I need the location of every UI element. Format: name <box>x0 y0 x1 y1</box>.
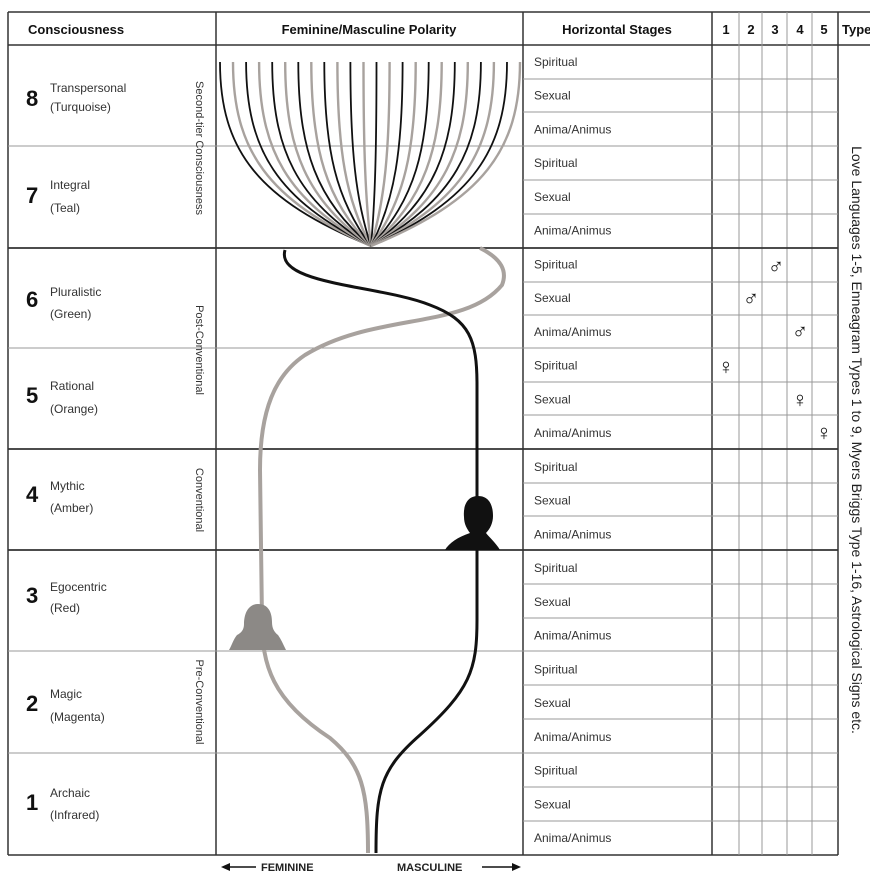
stage-label: Spiritual <box>534 55 577 69</box>
level-number: 2 <box>26 691 38 716</box>
tier-post-conventional: Post-Conventional <box>193 305 205 395</box>
male-symbol-icon: ♂ <box>792 319 809 344</box>
header-col-4: 4 <box>796 22 804 37</box>
header-horizontal-stages: Horizontal Stages <box>562 22 672 37</box>
masculine-line <box>284 250 477 853</box>
female-symbol-icon: ♀ <box>718 354 735 379</box>
stage-label: Sexual <box>534 696 571 710</box>
polarity-fan-lines <box>220 62 520 246</box>
stage-label: Anima/Animus <box>534 224 611 238</box>
stage-label: Anima/Animus <box>534 527 611 541</box>
stage-label: Anima/Animus <box>534 831 611 845</box>
level-name: Magic <box>50 687 82 701</box>
level-number: 4 <box>26 482 39 507</box>
level-number: 7 <box>26 183 38 208</box>
header-col-3: 3 <box>771 22 778 37</box>
fan-line <box>364 62 372 246</box>
female-symbol-icon: ♀ <box>792 387 809 412</box>
level-7: 7 Integral (Teal) <box>26 178 90 215</box>
stage-label: Spiritual <box>534 764 577 778</box>
stage-label: Spiritual <box>534 460 577 474</box>
tier-pre-conventional: Pre-Conventional <box>193 660 205 745</box>
header-types: Type <box>842 22 870 37</box>
male-symbol-icon: ♂ <box>743 286 760 311</box>
level-3: 3 Egocentric (Red) <box>26 580 107 615</box>
stage-label: Sexual <box>534 89 571 103</box>
level-name: Pluralistic <box>50 285 101 299</box>
stage-label: Anima/Animus <box>534 629 611 643</box>
stage-label: Sexual <box>534 494 571 508</box>
feminine-figure-icon <box>229 604 286 650</box>
level-number: 8 <box>26 86 38 111</box>
header-col-5: 5 <box>820 22 827 37</box>
level-number: 5 <box>26 383 38 408</box>
level-4: 4 Mythic (Amber) <box>26 479 93 515</box>
polarity-footer: FEMININE MASCULINE <box>221 862 521 874</box>
level-name: Transpersonal <box>50 81 126 95</box>
level-number: 1 <box>26 790 38 815</box>
level-name: Mythic <box>50 479 85 493</box>
level-color: (Infrared) <box>50 808 99 822</box>
stage-label: Anima/Animus <box>534 730 611 744</box>
female-symbol-icon: ♀ <box>816 420 833 445</box>
stage-label: Sexual <box>534 595 571 609</box>
tier-conventional: Conventional <box>193 468 205 532</box>
fan-line <box>371 62 507 246</box>
level-6: 6 Pluralistic (Green) <box>26 285 101 321</box>
level-name: Archaic <box>50 786 90 800</box>
stage-label: Spiritual <box>534 561 577 575</box>
header-row: Consciousness Feminine/Masculine Polarit… <box>28 22 870 37</box>
stage-label: Sexual <box>534 797 571 811</box>
tier-second-tier: Second-tier Consciousness <box>193 81 205 215</box>
header-polarity: Feminine/Masculine Polarity <box>282 22 458 37</box>
stage-label: Anima/Animus <box>534 122 611 136</box>
tier-labels: Second-tier Consciousness Post-Conventio… <box>193 81 205 744</box>
gender-symbols: ♂ ♂ ♂ ♀ ♀ ♀ <box>718 254 833 445</box>
level-8: 8 Transpersonal (Turquoise) <box>26 81 126 114</box>
types-description: Love Languages 1-5, Enneagram Types 1 to… <box>849 146 865 734</box>
header-col-1: 1 <box>722 22 729 37</box>
stage-label: Anima/Animus <box>534 426 611 440</box>
level-number: 6 <box>26 287 38 312</box>
table-grid <box>8 12 870 855</box>
fan-line <box>371 62 429 246</box>
level-color: (Green) <box>50 307 91 321</box>
consciousness-levels: 8 Transpersonal (Turquoise) 7 Integral (… <box>26 81 126 822</box>
level-color: (Turquoise) <box>50 100 111 114</box>
level-name: Egocentric <box>50 580 107 594</box>
level-1: 1 Archaic (Infrared) <box>26 786 99 822</box>
level-color: (Amber) <box>50 501 93 515</box>
header-consciousness: Consciousness <box>28 22 124 37</box>
horizontal-stages: SpiritualSexualAnima/AnimusSpiritualSexu… <box>534 55 611 845</box>
masculine-figure-icon <box>445 496 500 550</box>
stage-label: Sexual <box>534 392 571 406</box>
stage-label: Anima/Animus <box>534 325 611 339</box>
level-number: 3 <box>26 583 38 608</box>
feminine-arrow-icon <box>221 863 256 871</box>
level-color: (Red) <box>50 601 80 615</box>
stage-label: Spiritual <box>534 662 577 676</box>
stage-label: Spiritual <box>534 156 577 170</box>
level-color: (Orange) <box>50 402 98 416</box>
stage-label: Sexual <box>534 190 571 204</box>
level-name: Integral <box>50 178 90 192</box>
level-5: 5 Rational (Orange) <box>26 379 98 416</box>
stage-label: Sexual <box>534 291 571 305</box>
level-color: (Teal) <box>50 201 80 215</box>
male-symbol-icon: ♂ <box>768 254 785 279</box>
header-col-2: 2 <box>747 22 754 37</box>
stage-label: Spiritual <box>534 257 577 271</box>
polarity-illustration <box>220 62 520 853</box>
level-color: (Magenta) <box>50 710 105 724</box>
stage-label: Spiritual <box>534 359 577 373</box>
level-2: 2 Magic (Magenta) <box>26 687 105 724</box>
fan-line <box>371 62 377 246</box>
masculine-arrow-icon <box>482 863 521 871</box>
level-name: Rational <box>50 379 94 393</box>
masculine-label: MASCULINE <box>397 862 462 874</box>
feminine-label: FEMININE <box>261 862 314 874</box>
